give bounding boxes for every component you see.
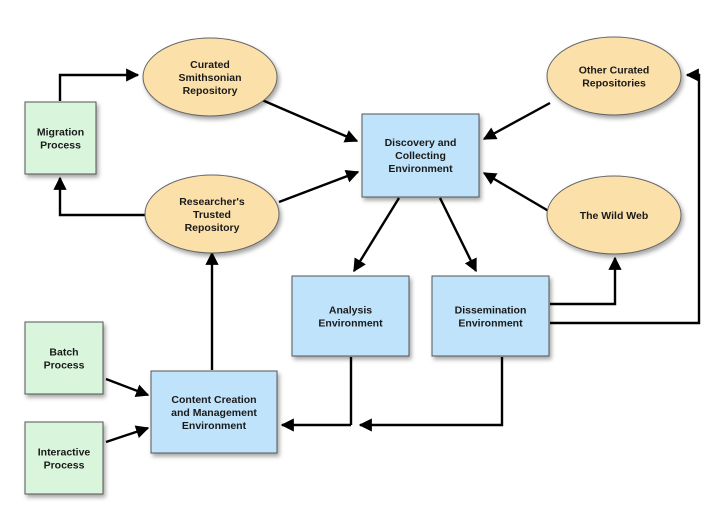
node-label-line: Batch	[49, 347, 78, 359]
node-label-line: Migration	[37, 127, 84, 139]
node-label-line: Environment	[388, 163, 453, 175]
edge-dissemination-merge	[358, 357, 504, 432]
repository-ellipse	[546, 36, 682, 116]
edge-researcher-to-migration	[53, 176, 145, 217]
node-label-line: Process	[44, 360, 85, 372]
node-label-line: Content Creation	[171, 394, 256, 406]
edges	[53, 68, 701, 444]
node-label-line: Repository	[183, 85, 238, 97]
node-label-line: The Wild Web	[580, 210, 649, 222]
edge-researcher-to-discovery	[278, 170, 360, 204]
node-label-line: Environment	[182, 420, 247, 432]
repository-ellipse	[546, 175, 682, 255]
edge-interactive-to-content	[105, 425, 150, 444]
node-label-line: Collecting	[395, 150, 446, 162]
edge-wildweb-to-discovery	[482, 171, 553, 215]
node-label-line: Process	[40, 140, 81, 152]
node-label-line: Smithsonian	[178, 72, 241, 84]
repository-ellipse	[142, 37, 278, 117]
node-label-line: Interactive	[38, 447, 91, 459]
repository-ellipse	[144, 174, 280, 254]
node-wild-web: The Wild Web	[546, 175, 682, 255]
node-label-line: Environment	[318, 318, 383, 330]
edge-batch-to-content	[105, 377, 150, 397]
process-box	[24, 101, 97, 175]
node-label-line: and Management	[171, 407, 257, 419]
node-label-line: Environment	[458, 318, 523, 330]
node-label-line: Process	[44, 460, 85, 472]
environment-box	[361, 113, 480, 198]
edge-discovery-to-analysis	[352, 197, 401, 273]
environment-box	[431, 275, 550, 357]
node-label-line: Researcher's	[179, 196, 245, 208]
node-label-line: Analysis	[329, 305, 372, 317]
node-label-line: Dissemination	[455, 305, 527, 317]
node-label-line: Repository	[185, 222, 240, 234]
environment-box	[291, 275, 410, 357]
edge-migration-to-curated	[58, 68, 140, 101]
edge-dissemination-to-wildweb	[550, 256, 622, 306]
edge-discovery-to-dissemination	[438, 197, 478, 273]
edge-dissemination-to-other	[550, 68, 701, 325]
node-label-line: Trusted	[193, 209, 231, 221]
node-label-line: Curated	[190, 59, 230, 71]
node-label-line: Other Curated	[579, 65, 650, 77]
process-box	[24, 321, 104, 395]
environment-box	[150, 370, 278, 454]
node-label-line: Discovery and	[385, 137, 457, 149]
edge-other-to-discovery	[482, 101, 551, 141]
process-box	[24, 421, 104, 495]
node-label-line: Repositories	[582, 78, 646, 90]
edge-curated-to-discovery	[261, 98, 359, 143]
node-label: The Wild Web	[580, 210, 649, 222]
